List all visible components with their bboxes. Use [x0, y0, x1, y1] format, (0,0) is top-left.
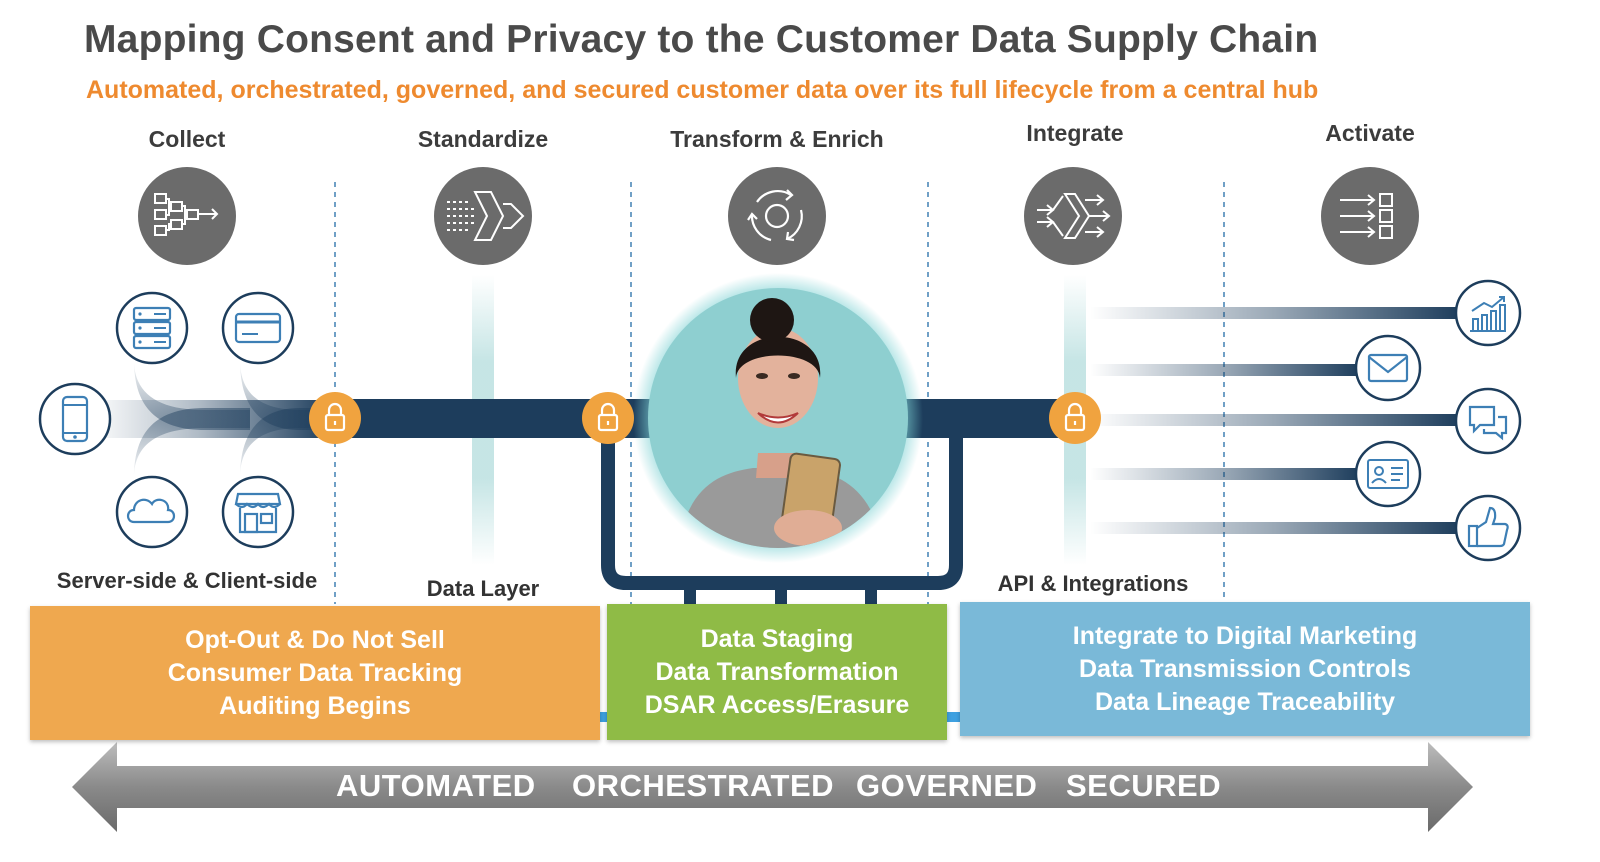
stage-label-integrate: Integrate	[1026, 120, 1124, 146]
sublabel-server-client: Server-side & Client-side	[56, 568, 318, 593]
arrow-word-orchestrated: ORCHESTRATED	[572, 768, 835, 803]
source-branches	[90, 360, 330, 478]
padlock-icon	[1049, 392, 1101, 444]
storefront-icon	[221, 475, 295, 549]
woman-with-smartphone	[633, 273, 923, 563]
envelope-icon	[1354, 334, 1422, 402]
arrow-word-automated: AUTOMATED	[336, 768, 536, 803]
padlock-icon	[582, 392, 634, 444]
collect-privacy-box: Opt-Out & Do Not Sell Consumer Data Trac…	[30, 606, 600, 740]
stage-label-transform: Transform & Enrich	[670, 126, 884, 152]
chat-bubbles-icon	[1454, 387, 1522, 455]
box-line: DSAR Access/Erasure	[644, 690, 910, 719]
stage-label-standardize: Standardize	[417, 126, 549, 152]
page-subtitle: Automated, orchestrated, governed, and s…	[86, 76, 1319, 104]
box-line: Data Transmission Controls	[1078, 654, 1412, 683]
distribute-icon	[1321, 167, 1419, 265]
arrow-word-secured: SECURED	[1066, 768, 1222, 803]
transform-privacy-box: Data Staging Data Transformation DSAR Ac…	[607, 604, 947, 740]
cloud-icon	[115, 475, 189, 549]
merge-arrows-icon	[1024, 167, 1122, 265]
box-line: Data Lineage Traceability	[1094, 687, 1396, 716]
cycle-icon	[728, 167, 826, 265]
mobile-phone-icon	[38, 382, 112, 456]
box-line: Integrate to Digital Marketing	[1072, 621, 1418, 650]
sublabel-data-layer: Data Layer	[426, 576, 540, 601]
box-line: Data Transformation	[655, 657, 899, 686]
padlock-icon	[309, 392, 361, 444]
flowchart-icon	[138, 167, 236, 265]
bar-chart-icon	[1454, 279, 1522, 347]
sublabel-api: API & Integrations	[997, 571, 1189, 596]
stage-label-collect: Collect	[148, 126, 226, 152]
credit-card-icon	[221, 291, 295, 365]
arrow-word-governed: GOVERNED	[856, 768, 1038, 803]
id-card-icon	[1354, 440, 1422, 508]
server-icon	[115, 291, 189, 365]
box-line: Opt-Out & Do Not Sell	[185, 625, 445, 654]
funnel-arrow-icon	[434, 167, 532, 265]
lifecycle-arrow	[72, 742, 1473, 832]
box-line: Auditing Begins	[219, 691, 411, 720]
box-line: Data Staging	[700, 624, 854, 653]
stage-label-activate: Activate	[1325, 120, 1415, 146]
thumbs-up-icon	[1454, 494, 1522, 562]
destination-lines	[1090, 307, 1460, 534]
activate-privacy-box: Integrate to Digital Marketing Data Tran…	[960, 602, 1530, 736]
page-title: Mapping Consent and Privacy to the Custo…	[84, 18, 1319, 61]
hub-loop	[601, 432, 963, 605]
box-line: Consumer Data Tracking	[167, 658, 463, 687]
